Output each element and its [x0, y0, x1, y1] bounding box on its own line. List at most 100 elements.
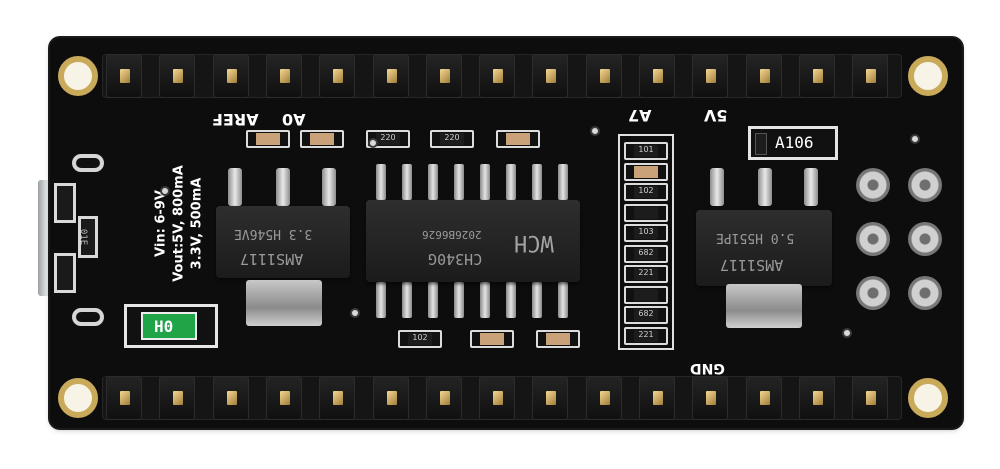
led-label: H0 — [154, 317, 174, 336]
smd-column-5: 103 — [624, 224, 668, 242]
ch340-leg-bottom-2 — [402, 282, 412, 318]
smd-column-7: 221 — [624, 265, 668, 283]
ch340-leg-top-8 — [558, 164, 568, 200]
reg50-line1: AMS1117 — [720, 256, 784, 274]
ch340-leg-top-1 — [376, 164, 386, 200]
via-5 — [910, 134, 920, 144]
regulator-33v: AMS1117 3.3 H546VE — [216, 206, 350, 278]
silk-gnd: GND — [690, 360, 725, 376]
silk-power-line3: 3.3V, 500mA — [189, 177, 205, 270]
smd-top-res-2-label: 220 — [444, 133, 460, 142]
reg33-leg-3 — [322, 168, 336, 206]
smd-top-cap-1 — [246, 130, 290, 148]
icsp-via-4 — [908, 222, 942, 256]
reg50-leg-1 — [710, 168, 724, 206]
silk-aref: AREF — [212, 110, 259, 129]
smd-column-10-label: 221 — [638, 329, 654, 339]
header-top-pin-9 — [532, 54, 569, 98]
smd-column-4-body — [634, 206, 658, 219]
ch340-leg-bottom-7 — [532, 282, 542, 318]
icsp-via-1 — [856, 168, 890, 202]
header-top-pin-8 — [479, 54, 516, 98]
ch340-leg-top-4 — [454, 164, 464, 200]
header-bottom-pin-11 — [639, 376, 675, 420]
smd-column-9-body — [634, 309, 658, 321]
reg50-leg-3 — [804, 168, 818, 206]
smd-column-1: 101 — [624, 142, 668, 160]
smd-column-7-label: 221 — [638, 268, 654, 277]
mounting-hole-bottom-right — [908, 378, 948, 418]
smd-left-2 — [54, 253, 76, 293]
smd-column-8-body — [634, 288, 658, 301]
header-bottom-pin-12 — [692, 376, 729, 420]
header-bottom-pin-7 — [425, 376, 462, 420]
smd-left-1 — [54, 183, 76, 223]
silk-a0: A0 — [282, 110, 306, 129]
smd-top-cap-3 — [496, 130, 540, 148]
mounting-hole-top-right — [908, 56, 948, 96]
smd-column-6: 682 — [624, 244, 668, 263]
smd-column-2-body — [634, 165, 658, 178]
ch340-leg-top-7 — [532, 164, 542, 200]
smd-bottom-cap-1-body — [480, 333, 504, 345]
header-bottom-pin-2 — [159, 376, 196, 420]
a106-pad — [755, 133, 767, 155]
via-1 — [160, 186, 170, 196]
header-top-pin-15 — [852, 54, 889, 98]
via-6 — [842, 328, 852, 338]
ch340-leg-bottom-1 — [376, 282, 386, 318]
mounting-hole-top-left — [58, 56, 98, 96]
smd-column-1-body — [634, 145, 658, 157]
smd-bottom-cap-2 — [536, 330, 580, 348]
smd-column-6-label: 682 — [638, 247, 654, 257]
smd-column-6-body — [634, 247, 658, 260]
icsp-via-6 — [908, 276, 942, 310]
diode-01e: 01E — [78, 216, 98, 258]
header-bottom-pin-14 — [798, 376, 835, 420]
ch340-leg-top-5 — [480, 164, 490, 200]
ch340-leg-bottom-8 — [558, 282, 568, 318]
smd-top-cap-3-body — [506, 133, 530, 145]
smd-column-2 — [624, 162, 668, 181]
reg33-line1: AMS1117 — [240, 250, 304, 268]
silk-power-line2: Vout:5V, 800mA — [171, 165, 187, 282]
smd-top-res-2-body — [440, 133, 464, 145]
header-bottom-pin-6 — [372, 376, 409, 420]
reg33-line2: 3.3 H546VE — [234, 226, 313, 241]
component-a106: A106 — [748, 126, 838, 160]
ch340-leg-top-3 — [428, 164, 438, 200]
smd-column-8 — [624, 285, 668, 304]
reg50-line2: 5.0 H551PE — [716, 230, 795, 245]
regulator-5v: AMS1117 5.0 H551PE — [696, 210, 832, 286]
pcb-board: A0 AREF A7 5V GND Vin: 6-9V Vout:5V, 800… — [50, 38, 962, 428]
icsp-via-2 — [908, 168, 942, 202]
smd-column-5-label: 103 — [638, 227, 654, 236]
led-body: H0 — [141, 312, 197, 340]
via-2 — [368, 138, 378, 148]
usb-uart-chip: CH340G 2026B6626 WCH — [366, 200, 580, 282]
smd-column-7-body — [634, 268, 658, 280]
ch340-leg-bottom-3 — [428, 282, 438, 318]
smd-column-3: 102 — [624, 183, 668, 201]
icsp-via-5 — [856, 276, 890, 310]
ch340-leg-bottom-5 — [480, 282, 490, 318]
pad-oval-bottom — [72, 308, 104, 326]
ch340-line2: 2026B6626 — [422, 228, 482, 241]
smd-top-res-1: 220 — [366, 130, 410, 148]
smd-bottom-cap-1 — [470, 330, 514, 348]
diode-01e-label: 01E — [78, 228, 89, 246]
header-bottom-pin-3 — [212, 376, 249, 420]
smd-column-frame — [618, 134, 674, 350]
header-bottom-pin-4 — [265, 376, 302, 420]
a106-label: A106 — [775, 133, 814, 152]
header-top-pin-6 — [372, 54, 409, 98]
smd-bottom-res-1: 102 — [398, 330, 442, 348]
smd-column-10: 221 — [624, 326, 668, 345]
silk-5v: 5V — [704, 106, 728, 125]
smd-top-cap-2 — [300, 130, 344, 148]
smd-top-res-1-body — [376, 133, 400, 145]
via-3 — [590, 126, 600, 136]
smd-top-cap-2-body — [310, 133, 334, 145]
smd-column-3-label: 102 — [638, 186, 654, 195]
header-top-pin-14 — [798, 54, 835, 98]
